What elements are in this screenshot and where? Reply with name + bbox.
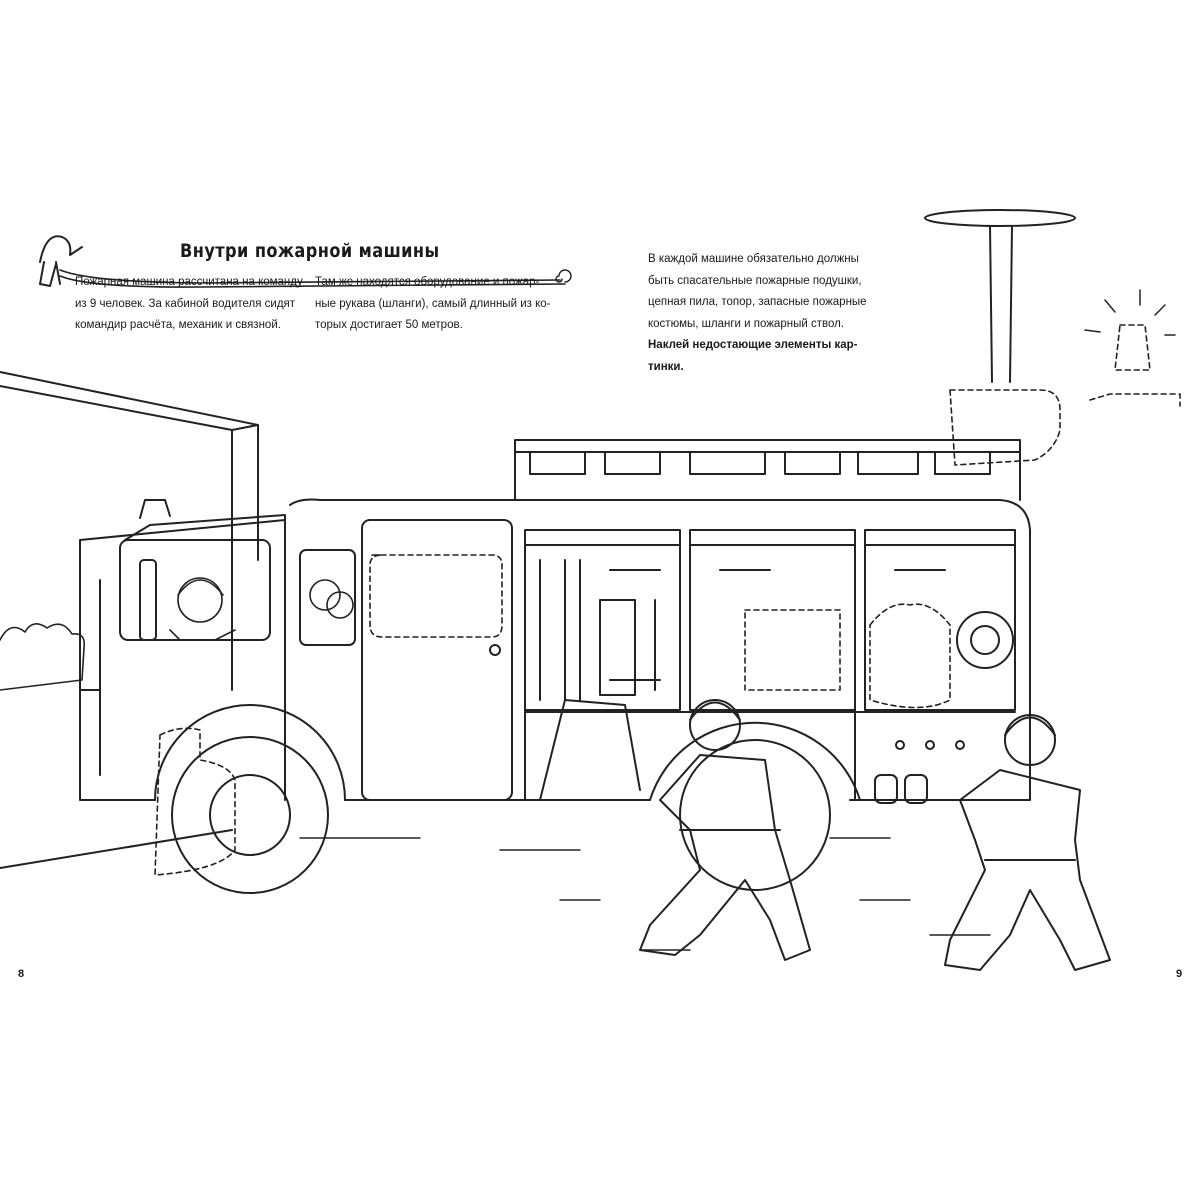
ladder-rack: [514, 439, 1021, 501]
text-line: из 9 человек. За кабиной водителя сидят: [75, 297, 296, 310]
firefighter-left: [639, 699, 811, 961]
page-title: Внутри пожарной машины: [180, 240, 440, 262]
text-line: командир расчёта, механик и связной.: [75, 319, 281, 331]
text-line: ные рукава (шланги), самый длинный из ко…: [315, 297, 551, 310]
light-rays: [1084, 289, 1176, 336]
instruction-line: тинки.: [648, 360, 684, 373]
text-line: костюмы, шланги и пожарный ствол.: [648, 317, 845, 330]
page-number-left: 8: [18, 968, 25, 980]
truck-body: [79, 498, 1031, 804]
instruction-line: Наклей недостающие элементы кар-: [648, 339, 858, 351]
firefighter-hose-logo: [39, 235, 572, 288]
bushes: [0, 623, 86, 691]
text-line: цепная пила, топор, запасные пожарные: [648, 296, 867, 308]
text-column-1: Пожарная машина рассчитана на команду из…: [75, 272, 303, 337]
text-line: Пожарная машина рассчитана на команду: [75, 276, 303, 288]
firefighter-right: [944, 714, 1111, 971]
text-line: В каждой машине обязательно должны: [648, 253, 859, 265]
page-number-right: 9: [1176, 968, 1183, 980]
sticker-placeholders: [154, 324, 1181, 876]
wheels: [154, 704, 861, 894]
garage-wall: [0, 371, 259, 869]
lamp-post: [924, 209, 1076, 383]
crew-in-cab: [169, 577, 354, 641]
text-column-3: В каждой машине обязательно должны быть …: [648, 249, 867, 378]
ground-lines: [299, 837, 991, 951]
text-line: быть спасательные пожарные подушки,: [648, 274, 862, 287]
text-column-2: Там же находятся оборудование и пожар- н…: [315, 272, 550, 337]
text-line: Там же находятся оборудование и пожар-: [315, 276, 540, 288]
text-line: торых достигает 50 метров.: [315, 319, 463, 331]
